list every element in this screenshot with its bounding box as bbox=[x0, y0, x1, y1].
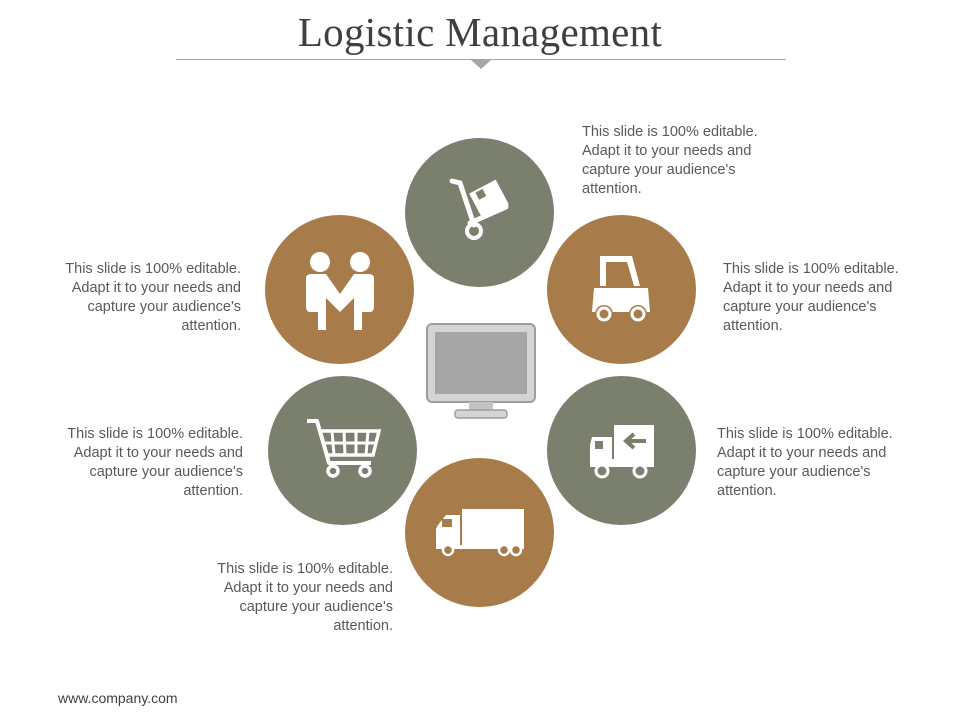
item-text-handshake: This slide is 100% editable. Adapt it to… bbox=[65, 261, 241, 334]
circle-handshake bbox=[265, 215, 414, 364]
divider-pointer bbox=[471, 60, 491, 69]
delivery-truck-icon bbox=[589, 424, 654, 478]
title-divider bbox=[176, 59, 786, 60]
item-text-forklift: This slide is 100% editable. Adapt it to… bbox=[723, 261, 899, 334]
circle-shopping-cart bbox=[268, 376, 417, 525]
circle-forklift bbox=[547, 215, 696, 364]
monitor-icon bbox=[426, 323, 536, 419]
truck-icon bbox=[435, 508, 524, 556]
circle-delivery-truck bbox=[547, 376, 696, 525]
forklift-icon bbox=[591, 255, 650, 323]
item-text-hand-truck: This slide is 100% editable. Adapt it to… bbox=[582, 124, 758, 197]
slide-title: Logistic Management bbox=[297, 9, 663, 55]
hand-truck-icon bbox=[449, 178, 509, 240]
item-text-shopping-cart: This slide is 100% editable. Adapt it to… bbox=[67, 426, 243, 499]
item-text-delivery-truck: This slide is 100% editable. Adapt it to… bbox=[717, 426, 893, 499]
item-text-truck: This slide is 100% editable. Adapt it to… bbox=[217, 561, 393, 634]
footer-url: www.company.com bbox=[58, 690, 178, 706]
circle-hand-truck bbox=[405, 138, 554, 287]
shopping-cart-icon bbox=[306, 418, 381, 478]
circle-truck bbox=[405, 458, 554, 607]
handshake-icon bbox=[305, 251, 374, 330]
